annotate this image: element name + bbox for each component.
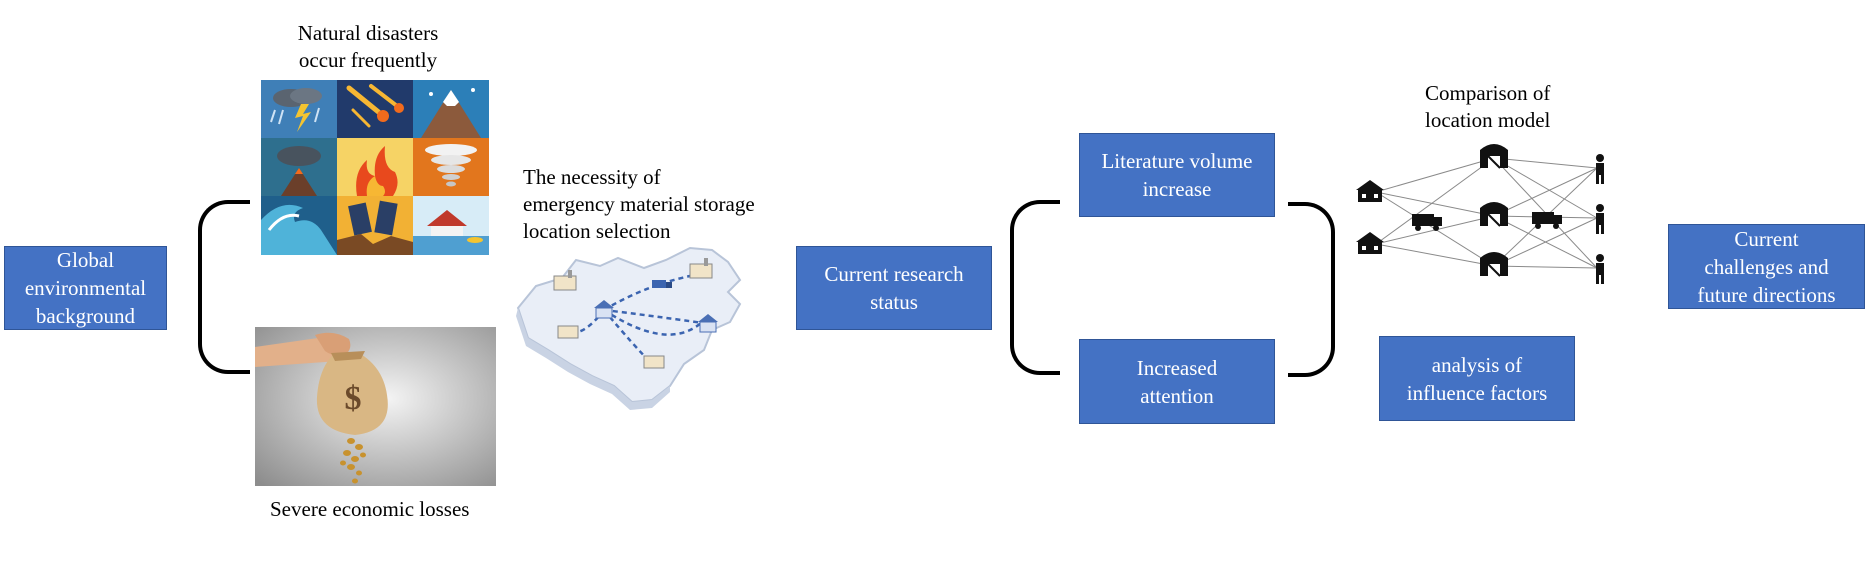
truck-icon bbox=[652, 280, 672, 288]
volcano-icon bbox=[413, 80, 489, 138]
fire-icon bbox=[337, 138, 413, 196]
middle-right-bracket bbox=[1288, 202, 1335, 377]
middle-left-bracket bbox=[1010, 200, 1060, 375]
typhoon-icon bbox=[261, 138, 337, 196]
storm-icon bbox=[261, 80, 337, 138]
source-building-icon bbox=[1356, 180, 1384, 254]
literature-volume-increase-box: Literature volume increase bbox=[1079, 133, 1275, 217]
person-icon bbox=[1596, 154, 1604, 284]
challenges-directions-box: Current challenges and future directions bbox=[1668, 224, 1865, 309]
factory-icon bbox=[553, 258, 713, 369]
dollar-sign: $ bbox=[345, 380, 362, 417]
tornado-icon bbox=[413, 138, 489, 196]
global-environmental-background-box: Global environmental background bbox=[4, 246, 167, 330]
tsunami-icon bbox=[261, 196, 337, 255]
comparison-caption: Comparison of location model bbox=[1425, 81, 1551, 132]
left-bracket bbox=[198, 200, 250, 374]
warehouse-icon bbox=[1480, 144, 1508, 277]
earthquake-icon bbox=[337, 196, 413, 255]
economic-loss-photo: $ bbox=[255, 327, 496, 486]
warehouse-icon bbox=[594, 300, 718, 333]
natural-disasters-grid bbox=[261, 80, 489, 255]
china-map bbox=[516, 246, 742, 410]
losses-caption: Severe economic losses bbox=[270, 497, 470, 521]
location-model-network bbox=[1356, 144, 1604, 284]
disasters-caption: Natural disasters occur frequently bbox=[297, 21, 439, 72]
increased-attention-box: Increased attention bbox=[1079, 339, 1275, 424]
money-bag-icon: $ bbox=[316, 351, 388, 435]
meteor-icon bbox=[337, 80, 413, 138]
flood-icon bbox=[413, 196, 489, 255]
truck-icon bbox=[1412, 212, 1562, 231]
necessity-caption: The necessity of emergency material stor… bbox=[523, 165, 755, 243]
influence-factors-box: analysis of influence factors bbox=[1379, 336, 1575, 421]
current-research-status-box: Current research status bbox=[796, 246, 992, 330]
